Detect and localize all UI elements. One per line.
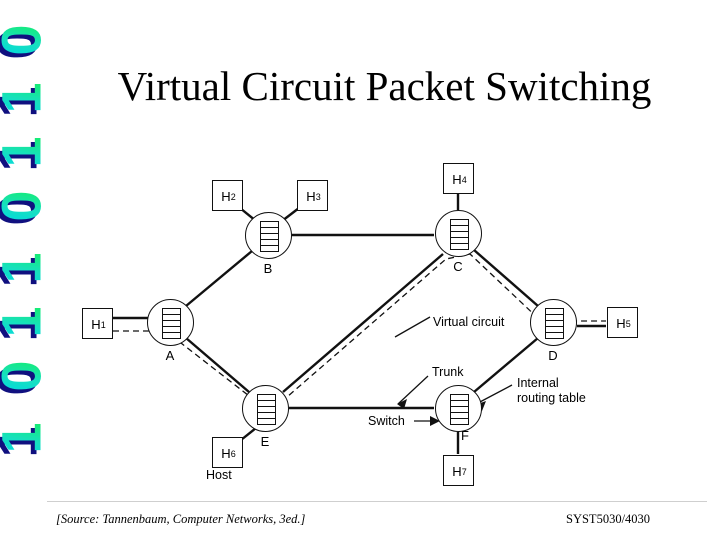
- page-title: Virtual Circuit Packet Switching: [117, 63, 652, 109]
- trunk-E-C: [282, 253, 444, 393]
- internal-routing-table-icon-C: [450, 219, 469, 250]
- host-sub-H6: 6: [230, 448, 236, 459]
- leader-virtual-circuit: [394, 316, 431, 338]
- footer-course-code: SYST5030/4030: [566, 512, 651, 526]
- switch-label-A: A: [165, 348, 175, 363]
- switch-label-B: B: [263, 261, 273, 276]
- switch-label-C: C: [453, 259, 463, 274]
- internal-routing-table-icon-A: [162, 308, 181, 339]
- host-sub-H3: 3: [315, 191, 321, 202]
- annotation-internal-routing-table-line2: routing table: [517, 391, 586, 405]
- trunk-F-D: [473, 337, 539, 393]
- switch-node-A[interactable]: [147, 299, 194, 346]
- trunk-A-E: [185, 337, 250, 393]
- link-H6-E: [240, 427, 257, 441]
- leader-internal-routing-table: [477, 384, 513, 404]
- trunk-A-B: [185, 250, 253, 307]
- switch-node-E[interactable]: [242, 385, 289, 432]
- trunk-C-D: [473, 249, 539, 307]
- host-sub-H5: 5: [625, 318, 631, 329]
- internal-routing-table-icon-B: [260, 221, 279, 252]
- host-sub-H2: 2: [230, 191, 236, 202]
- annotation-host: Host: [206, 468, 232, 482]
- switch-label-F: F: [461, 428, 469, 443]
- annotation-trunk: Trunk: [432, 365, 464, 379]
- internal-routing-table-icon-F: [450, 394, 469, 425]
- annotation-leaders: [394, 316, 513, 422]
- annotation-internal-routing-table-line1: Internal: [517, 376, 559, 390]
- host-sub-H7: 7: [461, 466, 467, 477]
- arrowhead-trunk: [397, 399, 407, 409]
- internal-routing-table-icon-D: [545, 308, 564, 339]
- switch-label-E: E: [260, 434, 270, 449]
- annotation-virtual-circuit: Virtual circuit: [433, 315, 505, 329]
- arrowhead-switch: [430, 416, 440, 426]
- switch-node-F[interactable]: [435, 385, 482, 432]
- switch-label-D: D: [548, 348, 558, 363]
- host-sub-H1: 1: [100, 319, 106, 330]
- host-sub-H4: 4: [461, 174, 467, 185]
- footer-source: [Source: Tannenbaum, Computer Networks, …: [56, 512, 306, 526]
- switch-node-C[interactable]: [435, 210, 482, 257]
- switch-node-B[interactable]: [245, 212, 292, 259]
- switch-node-D[interactable]: [530, 299, 577, 346]
- internal-routing-table-icon-E: [257, 394, 276, 425]
- leader-trunk: [397, 375, 429, 405]
- annotation-switch: Switch: [368, 414, 405, 428]
- footer-divider: [47, 501, 707, 502]
